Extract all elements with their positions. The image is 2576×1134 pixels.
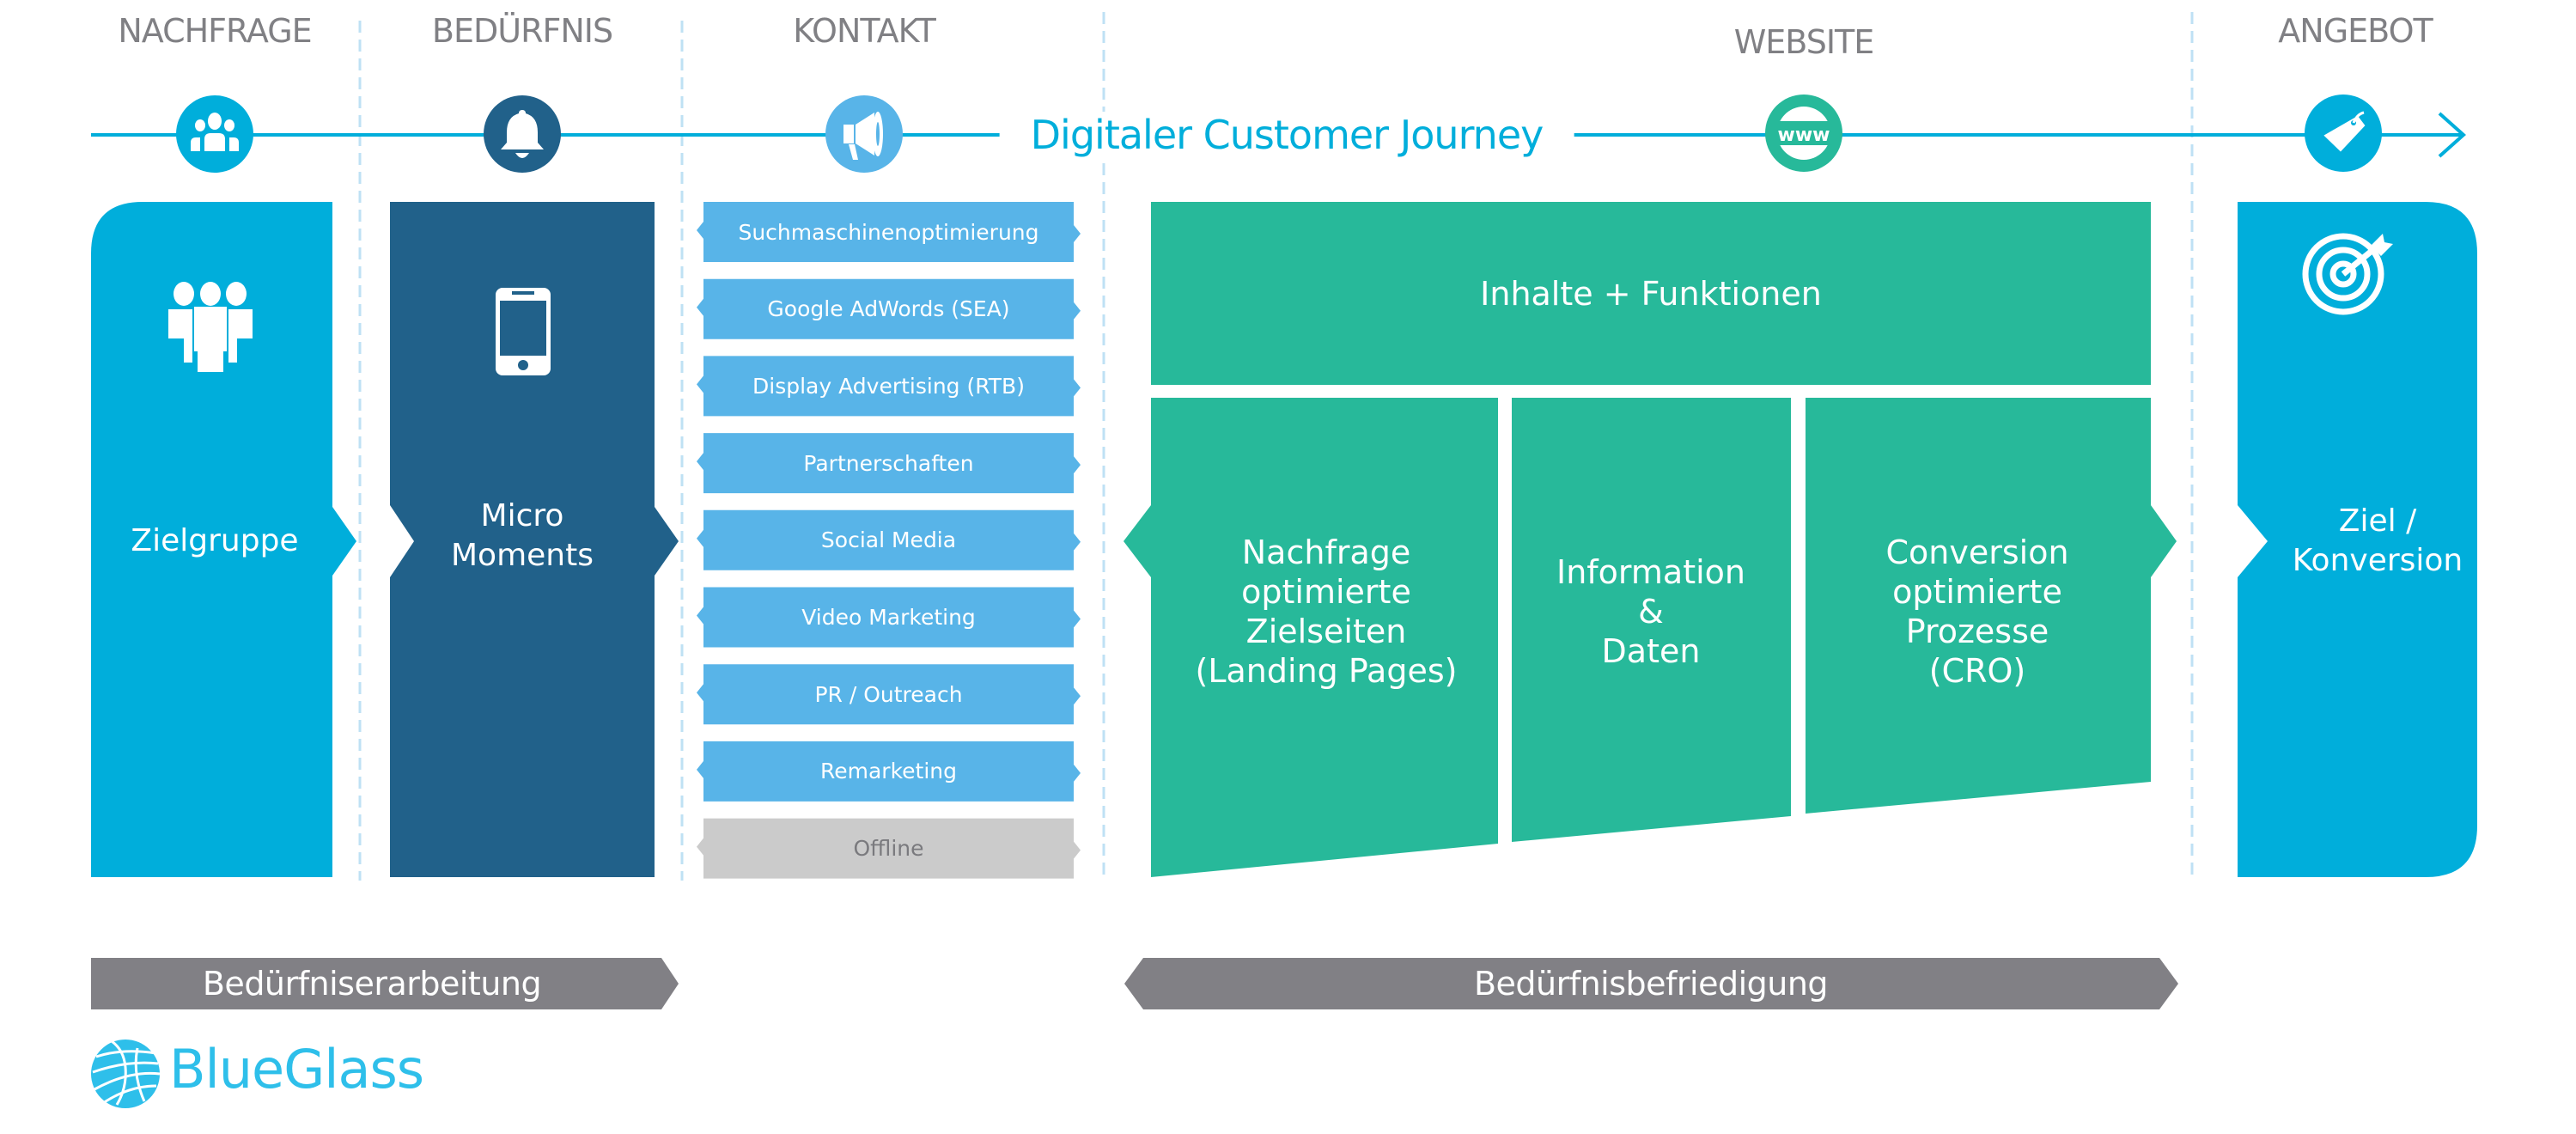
phase-label-nachfrage: NACHFRAGE <box>118 12 312 50</box>
contact-channel-label: Partnerschaften <box>803 450 974 476</box>
www-globe-icon: www <box>1765 94 1842 172</box>
ziel-label-line2: Konversion <box>2292 543 2463 578</box>
section-line: Conversion <box>1885 533 2069 571</box>
contact-channel-box <box>697 202 1081 262</box>
blueglass-logo-text: BlueGlass <box>169 1038 424 1100</box>
journey-title: Digitaler Customer Journey <box>999 112 1574 158</box>
contact-channel-label: Social Media <box>820 527 957 553</box>
contact-channel-box <box>697 356 1081 417</box>
ziel-column <box>2238 202 2477 877</box>
contact-channel-box <box>697 587 1081 648</box>
megaphone-icon <box>825 95 903 173</box>
website-section-cro-label: Conversion optimierte Prozesse (CRO) <box>1885 533 2068 691</box>
contact-channel-box <box>697 818 1081 879</box>
section-line: (CRO) <box>1928 652 2026 690</box>
contact-channel-label: Suchmaschinenoptimierung <box>738 219 1039 245</box>
bar-need-generation-label: Bedürfniserarbeitung <box>202 965 542 1003</box>
people-icon <box>168 282 253 372</box>
blueglass-logo-icon <box>91 1040 161 1108</box>
section-line: & <box>1638 593 1664 631</box>
website-header-block <box>1151 202 2151 385</box>
section-line: Prozesse <box>1905 613 2049 650</box>
website-section-information <box>1512 398 1791 842</box>
bell-icon <box>484 95 561 173</box>
price-tag-icon <box>2305 94 2382 172</box>
ziel-label: Ziel / Konversion <box>2293 502 2463 581</box>
phase-label-angebot: ANGEBOT <box>2278 12 2433 50</box>
contact-channel-box <box>697 509 1081 570</box>
bar-need-generation <box>91 958 679 1009</box>
contact-channel-box <box>697 278 1081 339</box>
group-icon <box>176 95 253 173</box>
contact-channel-box <box>697 433 1081 494</box>
timeline-arrowhead <box>2438 112 2467 158</box>
target-icon <box>2302 233 2393 315</box>
contact-channel-label: Display Advertising (RTB) <box>752 373 1025 399</box>
section-line: Zielseiten <box>1245 613 1407 650</box>
phase-label-beduerfnis: BEDÜRFNIS <box>431 12 613 50</box>
website-header-label: Inhalte + Funktionen <box>1480 275 1822 313</box>
section-line: Information <box>1556 553 1745 591</box>
phase-label-kontakt: KONTAKT <box>793 12 936 50</box>
bar-need-satisfaction <box>1124 958 2178 1009</box>
bar-need-satisfaction-label: Bedürfnisbefriedigung <box>1473 965 1829 1003</box>
website-section-landing-pages <box>1124 398 1498 877</box>
section-line: Nachfrage <box>1241 533 1411 571</box>
website-section-cro <box>1806 398 2177 814</box>
zielgruppe-label: Zielgruppe <box>131 523 299 558</box>
phase-label-website: WEBSITE <box>1733 23 1875 61</box>
smartphone-icon <box>496 288 551 375</box>
micro-moments-label: Micro Moments <box>451 497 594 576</box>
section-line: (Landing Pages) <box>1195 652 1458 690</box>
contact-channel-box <box>697 741 1081 802</box>
micro-moments-label-line2: Moments <box>451 538 594 573</box>
contact-channel-label: Remarketing <box>819 759 957 784</box>
website-section-information-label: Information & Daten <box>1556 552 1745 671</box>
section-line: optimierte <box>1892 573 2062 611</box>
section-line: Daten <box>1601 632 1701 670</box>
contact-channel-box <box>697 664 1081 725</box>
zielgruppe-column <box>91 202 356 877</box>
svg-text:www: www <box>1778 125 1830 146</box>
contact-channel-label: PR / Outreach <box>814 681 963 707</box>
contact-channel-label: Offline <box>853 836 924 862</box>
website-section-landing-pages-label: Nachfrage optimierte Zielseiten (Landing… <box>1196 533 1458 691</box>
section-line: optimierte <box>1241 573 1411 611</box>
micro-moments-label-line1: Micro <box>480 498 564 533</box>
contact-channel-label: Video Marketing <box>801 605 976 630</box>
ziel-label-line1: Ziel / <box>2338 503 2417 539</box>
micro-moments-column <box>390 202 679 877</box>
contact-channel-label: Google AdWords (SEA) <box>767 296 1010 322</box>
